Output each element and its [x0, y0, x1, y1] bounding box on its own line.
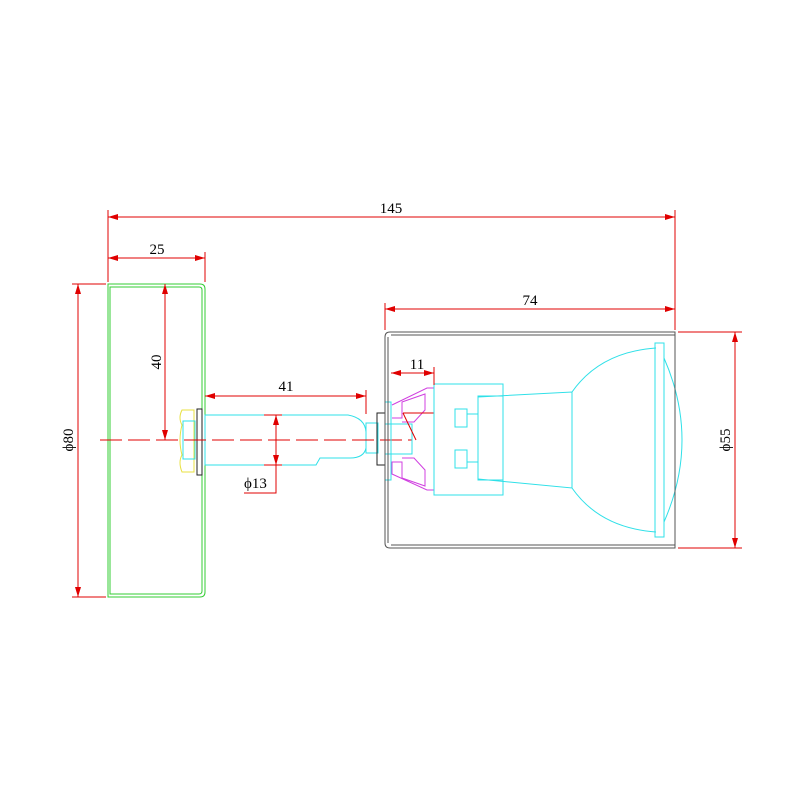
svg-text:145: 145 [380, 201, 403, 217]
base-disc [107, 283, 206, 598]
dimension-74: 74 [384, 293, 675, 330]
mount-nut [376, 401, 413, 481]
housing [384, 331, 676, 549]
svg-text:41: 41 [279, 379, 294, 395]
spring-bracket [391, 387, 435, 491]
lamp-bulb [477, 342, 683, 538]
dimension-25: 25 [108, 242, 206, 282]
dimension-145: 145 [107, 201, 676, 330]
dimension-phi13: ϕ13 [244, 414, 282, 494]
lamp-holder [433, 383, 504, 496]
svg-text:ϕ13: ϕ13 [244, 476, 267, 492]
svg-text:ϕ80: ϕ80 [61, 429, 77, 452]
shaft [204, 414, 379, 466]
svg-text:74: 74 [523, 293, 539, 309]
dimension-41: 41 [205, 379, 367, 414]
svg-text:11: 11 [410, 357, 424, 373]
dimension-40: 40 [149, 284, 168, 440]
nut [179, 408, 203, 476]
svg-text:40: 40 [149, 355, 165, 370]
dimension-phi55: ϕ55 [678, 331, 742, 549]
dimension-11: 11 [391, 357, 435, 385]
dimension-phi80: ϕ80 [61, 283, 106, 598]
svg-text:25: 25 [150, 242, 165, 258]
svg-text:ϕ55: ϕ55 [718, 429, 734, 452]
